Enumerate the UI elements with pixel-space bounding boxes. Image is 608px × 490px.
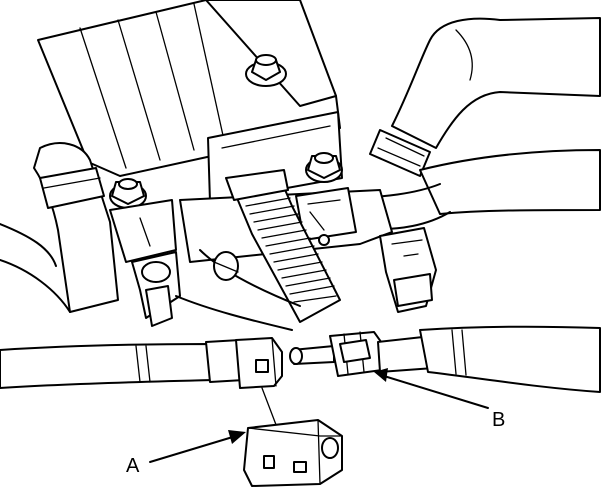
callout-b: B bbox=[374, 368, 505, 431]
right-bolt bbox=[305, 152, 343, 183]
callout-a: A bbox=[126, 430, 246, 477]
left-hose bbox=[0, 142, 119, 313]
callout-a-leader bbox=[149, 435, 237, 463]
lower-hose-right bbox=[419, 325, 601, 393]
right-lower-hose bbox=[339, 149, 601, 231]
left-bracket bbox=[109, 199, 181, 327]
female-connector bbox=[235, 337, 283, 389]
callout-a-arrowhead bbox=[228, 430, 246, 444]
callout-a-label: A bbox=[126, 455, 140, 477]
part-a-connector-housing bbox=[243, 419, 343, 487]
callout-b-leader bbox=[383, 375, 489, 409]
left-bolt bbox=[109, 178, 147, 209]
male-connector bbox=[289, 331, 435, 377]
middle-hose bbox=[175, 249, 301, 331]
upper-right-hose bbox=[369, 17, 601, 177]
corrugated-tube bbox=[225, 169, 341, 323]
engine-cover bbox=[37, 0, 343, 203]
assembly-guide-line bbox=[261, 387, 279, 431]
lower-hose-left bbox=[0, 339, 245, 389]
cover-bolt bbox=[245, 54, 287, 87]
right-clip bbox=[379, 227, 437, 313]
callout-b-label: B bbox=[492, 409, 505, 431]
callout-b-arrowhead bbox=[374, 368, 388, 382]
